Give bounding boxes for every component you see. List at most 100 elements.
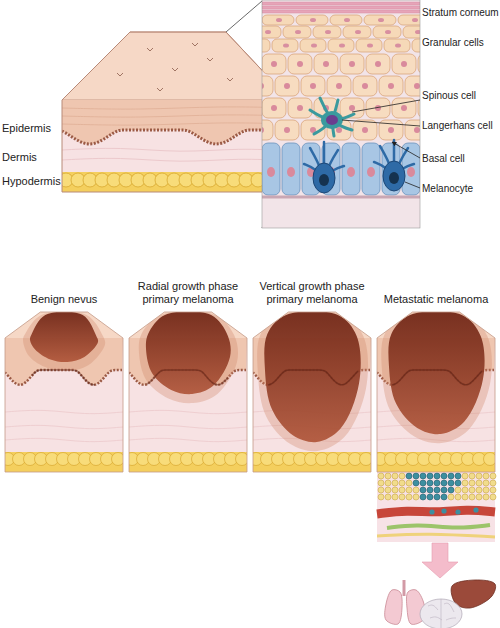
tumor-cell xyxy=(420,494,426,500)
hypodermis-layer xyxy=(62,172,290,192)
cell-nucleus xyxy=(297,61,303,67)
tumor-halo xyxy=(139,311,238,403)
part-label: Hypodermis xyxy=(2,175,61,188)
dermis-band xyxy=(262,0,420,228)
tissue-cell xyxy=(476,473,482,479)
cell-nucleus xyxy=(310,18,316,22)
hair-mark xyxy=(157,88,163,91)
spinous-cell xyxy=(340,54,364,74)
part-label: Dermis xyxy=(2,151,37,164)
granular-cell xyxy=(262,15,294,25)
panel-illustration xyxy=(377,312,495,542)
tumor-halo xyxy=(23,311,105,371)
dermis-fiber xyxy=(5,438,123,441)
panel-outline xyxy=(129,312,247,472)
tissue-cell xyxy=(399,487,405,493)
tumor-cell xyxy=(406,473,412,479)
spinous-cell xyxy=(405,76,420,96)
cell-nucleus xyxy=(284,127,290,133)
cell-nucleus xyxy=(388,83,394,89)
granular-cell xyxy=(272,39,298,52)
cell-nucleus xyxy=(295,30,301,34)
tissue-cell xyxy=(385,480,391,486)
cell-nucleus xyxy=(414,127,420,133)
cell-nucleus xyxy=(271,61,277,67)
cell-nucleus xyxy=(347,167,355,177)
brain-fold xyxy=(428,605,438,610)
tissue-cell xyxy=(476,480,482,486)
hair-mark xyxy=(172,68,178,71)
tissue-cell xyxy=(399,494,405,500)
tissue-cell xyxy=(469,494,475,500)
basal-cell xyxy=(362,143,380,195)
langerhans-body xyxy=(321,111,343,129)
part-label: Spinous cell xyxy=(422,89,476,102)
cell-nucleus xyxy=(362,127,368,133)
tumor-halo xyxy=(381,311,492,443)
tumor-cell xyxy=(434,473,440,479)
part-label: Melanocyte xyxy=(422,182,473,195)
leader-line xyxy=(405,182,420,188)
part-label: Stratum corneum xyxy=(422,6,499,19)
dermis-layer xyxy=(62,100,290,172)
panel-heading-box: Radial growth phase primary melanoma xyxy=(129,272,247,306)
cell-nucleus xyxy=(355,30,361,34)
cell-nucleus xyxy=(284,83,290,89)
cell-nucleus xyxy=(375,61,381,67)
spinous-cell xyxy=(366,98,390,118)
tumor-cell xyxy=(434,494,440,500)
tissue-cell xyxy=(399,473,405,479)
cell-nucleus xyxy=(388,127,394,133)
leader-line xyxy=(352,100,420,112)
tissue-cell xyxy=(490,480,496,486)
basement-membrane-trace xyxy=(268,370,358,385)
hair-mark xyxy=(117,73,123,76)
cell-nucleus xyxy=(283,44,289,48)
cell-nucleus xyxy=(265,30,271,34)
brain-fold xyxy=(446,618,456,620)
cell-nucleus xyxy=(378,18,384,22)
brain-fold xyxy=(441,599,442,628)
fat-cell xyxy=(236,453,249,466)
melanocyte-body xyxy=(383,161,405,191)
tumor-cell xyxy=(427,473,433,479)
granular-cell xyxy=(356,39,382,52)
basement-membrane-trace xyxy=(32,370,95,385)
skin-block-outline xyxy=(62,32,290,192)
tissue-cell xyxy=(378,487,384,493)
tissue-cell xyxy=(378,473,384,479)
cell-nucleus xyxy=(349,105,355,111)
stage-panel: Vertical growth phase primary melanoma xyxy=(253,272,371,472)
cell-nucleus xyxy=(401,61,407,67)
tissue-cell xyxy=(483,494,489,500)
cell-nucleus xyxy=(367,44,373,48)
dermis-fiber xyxy=(62,158,290,161)
tissue-cell xyxy=(490,473,496,479)
panel-heading-box: Metastatic melanoma xyxy=(377,272,495,306)
granular-cell xyxy=(300,39,326,52)
basal-cell xyxy=(262,143,280,195)
spinous-cell xyxy=(353,76,377,96)
cell-nucleus xyxy=(336,83,342,89)
circulating-tumor-cell xyxy=(441,508,446,513)
spinous-cell xyxy=(314,54,338,74)
spinous-cell xyxy=(262,54,286,74)
spinous-cell xyxy=(262,76,273,96)
epidermis-stripe xyxy=(62,123,290,125)
tumor-cell xyxy=(434,487,440,493)
cell-nucleus xyxy=(401,105,407,111)
part-label: Epidermis xyxy=(2,122,51,135)
fat-cell xyxy=(112,453,125,466)
tumor-cell xyxy=(420,473,426,479)
basal-cell xyxy=(342,143,360,195)
tissue-cell xyxy=(406,487,412,493)
melanocyte xyxy=(304,142,344,193)
tissue-cell xyxy=(378,480,384,486)
panel-heading: Vertical growth phase primary melanoma xyxy=(253,280,371,306)
tissue-cell xyxy=(392,473,398,479)
cell-nucleus xyxy=(287,167,295,177)
cell-nucleus xyxy=(385,30,391,34)
basement-membrane xyxy=(262,196,420,199)
stratum-corneum-layer xyxy=(262,10,420,13)
tissue-cell xyxy=(462,473,468,479)
